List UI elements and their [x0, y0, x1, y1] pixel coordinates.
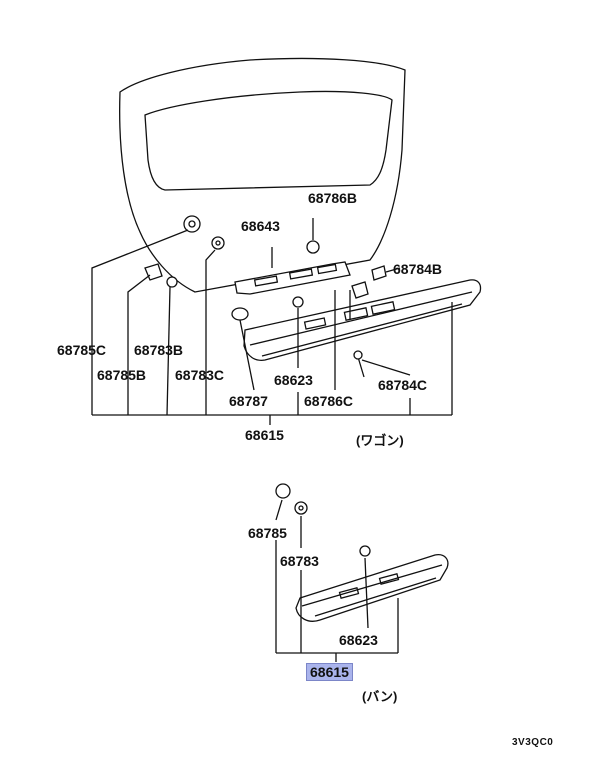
label-68615-top: 68615 — [245, 427, 284, 443]
label-68643: 68643 — [241, 218, 280, 234]
label-68786C: 68786C — [304, 393, 354, 409]
label-68623-top: 68623 — [274, 372, 313, 388]
label-68623-bottom: 68623 — [339, 632, 378, 648]
label-68783: 68783 — [280, 553, 319, 569]
label-68785C: 68785C — [57, 342, 107, 358]
label-68784B: 68784B — [393, 261, 443, 277]
label-van: (バン) — [362, 689, 398, 704]
label-68615-bottom-highlighted[interactable]: 68615 — [306, 663, 353, 681]
label-68787: 68787 — [229, 393, 268, 409]
label-68786B: 68786B — [308, 190, 358, 206]
tailgate-outline — [119, 57, 406, 293]
label-68785B: 68785B — [97, 367, 147, 383]
diagram-code: 3V3QC0 — [512, 737, 554, 748]
label-68785: 68785 — [248, 525, 287, 541]
van-garnish — [295, 554, 449, 622]
label-68783C: 68783C — [175, 367, 225, 383]
label-68783B: 68783B — [134, 342, 184, 358]
rear-window — [144, 90, 393, 191]
label-wagon: (ワゴン) — [356, 433, 404, 448]
label-68784C: 68784C — [378, 377, 428, 393]
